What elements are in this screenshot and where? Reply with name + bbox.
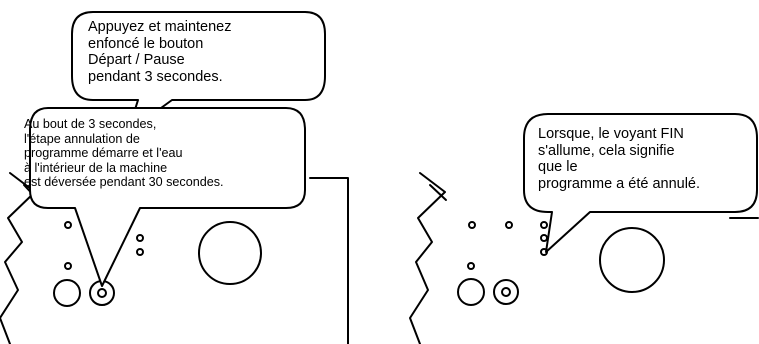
indicator-light-icon bbox=[540, 221, 548, 229]
start-pause-button-icon bbox=[493, 279, 519, 305]
machine-panel-left bbox=[0, 172, 349, 344]
callout-bubble-fin-light bbox=[523, 113, 758, 253]
callout-bubble-after-3s bbox=[29, 107, 306, 287]
indicator-light-icon bbox=[467, 262, 475, 270]
indicator-light-icon bbox=[64, 262, 72, 270]
indicator-light-icon bbox=[540, 234, 548, 242]
callout-text-fin-light: Lorsque, le voyant FIN s'allume, cela si… bbox=[538, 126, 701, 192]
callout-text-after-3s: Au bout de 3 secondes, l'étape annulatio… bbox=[24, 117, 224, 190]
program-dial-icon bbox=[599, 227, 665, 293]
power-button-icon bbox=[53, 279, 81, 307]
indicator-light-icon bbox=[136, 234, 144, 242]
program-dial-icon bbox=[198, 221, 262, 285]
indicator-light-icon bbox=[468, 221, 476, 229]
machine-panel-right bbox=[409, 172, 759, 344]
callout-text-press-hold: Appuyez et maintenez enfoncé le bouton D… bbox=[88, 19, 232, 85]
indicator-light-icon bbox=[136, 248, 144, 256]
start-pause-button-center-icon bbox=[501, 287, 511, 297]
indicator-light-icon bbox=[64, 221, 72, 229]
start-pause-button-center-icon bbox=[97, 288, 107, 298]
power-button-icon bbox=[457, 278, 485, 306]
indicator-light-icon bbox=[505, 221, 513, 229]
